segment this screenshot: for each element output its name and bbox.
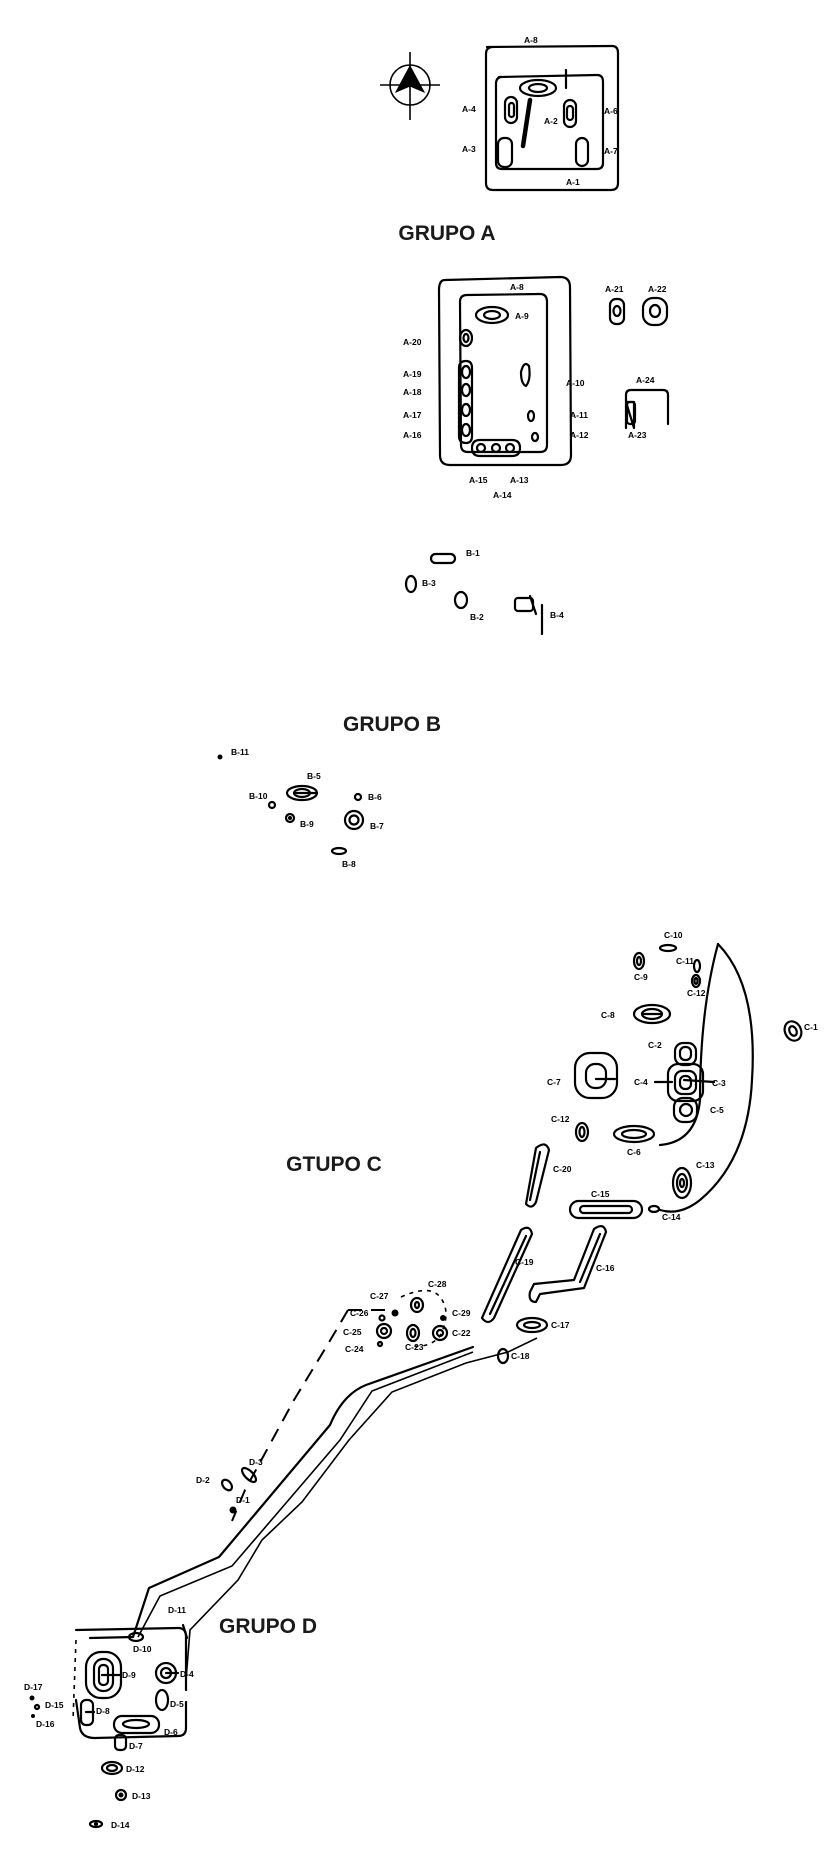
group-d-features: D-3 D-2 D-1 D-11 D-10 D-9 D-4 D-5 D-17 D… [24,1457,263,1830]
label-d-13: D-13 [132,1791,151,1801]
label-a-8b: A-8 [510,282,524,292]
group-b-features: B-1 B-3 B-2 B-4 [404,548,564,636]
label-b-6: B-6 [368,792,382,802]
label-d-17: D-17 [24,1682,43,1692]
label-a-14: A-14 [493,490,512,500]
label-b-2: B-2 [470,612,484,622]
label-c-28: C-28 [428,1279,447,1289]
label-c-23: C-23 [405,1342,424,1352]
label-c-18: C-18 [511,1351,530,1361]
group-a-title: GRUPO A [398,222,495,245]
label-c-12b: C-12 [551,1114,570,1124]
label-b-5: B-5 [307,771,321,781]
label-d-3: D-3 [249,1457,263,1467]
label-a-10: A-10 [566,378,585,388]
group-b-title: GRUPO B [343,713,441,736]
label-c-10: C-10 [664,930,683,940]
label-a-2: A-2 [544,116,558,126]
label-d-8: D-8 [96,1706,110,1716]
label-a-8: A-8 [524,35,538,45]
label-a-3: A-3 [462,144,476,154]
label-a-7: A-7 [604,146,618,156]
label-b-7: B-7 [370,821,384,831]
label-d-10: D-10 [133,1644,152,1654]
label-c-25: C-25 [343,1327,362,1337]
label-b-4: B-4 [550,610,564,620]
label-a-13: A-13 [510,475,529,485]
label-a-20: A-20 [403,337,422,347]
label-a-15: A-15 [469,475,488,485]
label-b-3: B-3 [422,578,436,588]
label-d-14: D-14 [111,1820,130,1830]
feature-a-22 [641,296,669,327]
label-d-16: D-16 [36,1719,55,1729]
label-a-1: A-1 [566,177,580,187]
label-d-2: D-2 [196,1475,210,1485]
label-c-19: C-19 [515,1257,534,1267]
label-d-12: D-12 [126,1764,145,1774]
label-c-20: C-20 [553,1164,572,1174]
label-d-6: D-6 [164,1727,178,1737]
label-a-19: A-19 [403,369,422,379]
label-c-22: C-22 [452,1328,471,1338]
label-c-8: C-8 [601,1010,615,1020]
label-c-5: C-5 [710,1105,724,1115]
label-a-16: A-16 [403,430,422,440]
group-d-title: GRUPO D [219,1615,317,1638]
label-c-14: C-14 [662,1212,681,1222]
label-d-15: D-15 [45,1700,64,1710]
label-a-21: A-21 [605,284,624,294]
label-a-22: A-22 [648,284,667,294]
label-c-15: C-15 [591,1189,610,1199]
label-c-9: C-9 [634,972,648,982]
label-c-12: C-12 [687,988,706,998]
label-c-11: C-11 [676,956,694,966]
group-c-title: GTUPO C [286,1153,382,1176]
label-c-16: C-16 [596,1263,615,1273]
label-c-4: C-4 [634,1077,648,1087]
label-c-1: C-1 [804,1022,818,1032]
feature-a-23-24 [624,388,670,430]
label-b-11: B-11 [231,747,249,757]
label-b-8: B-8 [342,859,356,869]
label-a-18: A-18 [403,387,422,397]
label-c-26: C-26 [350,1308,369,1318]
label-c-29: C-29 [452,1308,471,1318]
label-b-10: B-10 [249,791,268,801]
label-a-24: A-24 [636,375,655,385]
label-d-9: D-9 [122,1670,136,1680]
label-b-9: B-9 [300,819,314,829]
label-a-6: A-6 [604,106,618,116]
label-c-2: C-2 [648,1040,662,1050]
label-c-6: C-6 [627,1147,641,1157]
label-d-11: D-11 [168,1605,186,1615]
label-d-5: D-5 [170,1699,184,1709]
label-b-1: B-1 [466,548,480,558]
label-c-13: C-13 [696,1160,715,1170]
corridor-lines [88,1309,538,1681]
feature-a-21 [608,297,626,326]
label-d-7: D-7 [129,1741,143,1751]
label-c-7: C-7 [547,1077,561,1087]
label-c-24: C-24 [345,1344,364,1354]
group-c-features: C-10 C-9 C-11 C-12 C-1 C-8 C-2 C-7 C-4 C… [343,930,818,1365]
label-c-27: C-27 [370,1291,389,1301]
label-d-4: D-4 [180,1669,194,1679]
label-d-1: D-1 [236,1495,250,1505]
label-a-11: A-11 [570,410,588,420]
label-c-17: C-17 [551,1320,570,1330]
label-a-12: A-12 [570,430,589,440]
label-a-17: A-17 [403,410,422,420]
north-arrow-icon [380,52,440,120]
label-a-4: A-4 [462,104,476,114]
group-a-main-plan: A-8 A-9 A-21 A-22 A-20 A-19 A-18 A-17 A-… [403,275,667,500]
label-a-9: A-9 [515,311,529,321]
label-a-23: A-23 [628,430,647,440]
label-c-3: C-3 [712,1078,726,1088]
group-a-top-plan: A-8 A-4 A-6 A-2 A-3 A-7 A-1 [462,35,620,192]
group-b-lower-features: B-11 B-5 B-10 B-6 B-9 B-7 B-8 [217,747,384,869]
